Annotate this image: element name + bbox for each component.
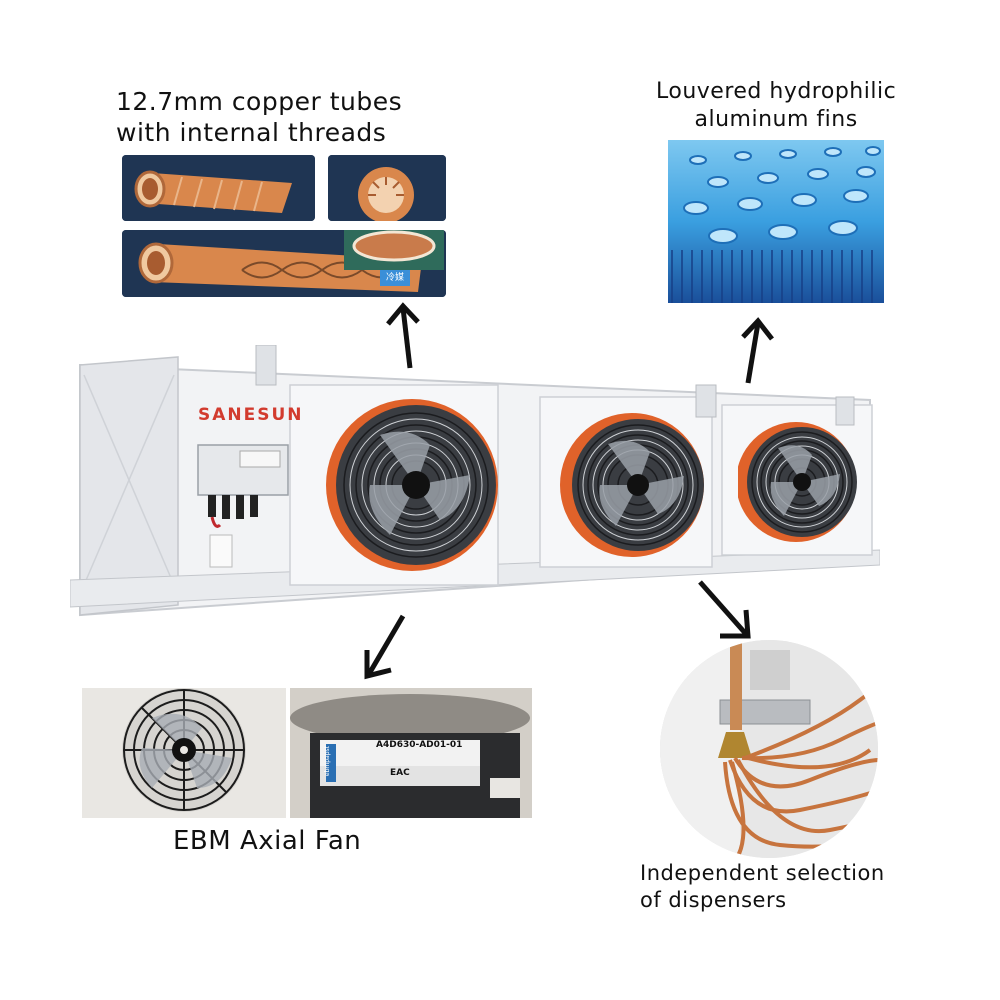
copper-tube-image-3: 冷媒	[122, 230, 446, 297]
caption-line: 12.7mm copper tubes	[116, 87, 403, 116]
caption-aluminum-fins: Louvered hydrophilic aluminum fins	[656, 78, 896, 134]
arrow-up-icon	[741, 317, 774, 384]
fan-eac-mark: EAC	[390, 768, 410, 778]
caption-line: of dispensers	[640, 888, 787, 912]
fan-2	[560, 413, 704, 557]
caption-dispensers: Independent selection of dispensers	[640, 860, 885, 914]
aluminum-fins-image	[668, 140, 884, 303]
caption-fan: EBM Axial Fan	[173, 826, 361, 856]
caption-copper-tubes: 12.7mm copper tubes with internal thread…	[116, 86, 402, 148]
caption-line: EBM Axial Fan	[173, 826, 362, 856]
dispenser-photo	[660, 640, 878, 858]
fan-brand-label: ebmpapst	[324, 746, 331, 777]
fan-model-label: A4D630-AD01-01	[376, 740, 463, 750]
fan-photo-motor: A4D630-AD01-01 ebmpapst EAC	[290, 688, 532, 818]
arrow-up-icon	[386, 302, 420, 369]
air-cooler-unit: SANESUN	[70, 345, 880, 625]
caption-line: with internal threads	[116, 118, 387, 147]
caption-line: Louvered hydrophilic	[656, 79, 897, 104]
copper-tube-image-2	[328, 155, 446, 221]
arrow-down-right-icon	[698, 580, 751, 639]
arrow-down-left-icon	[364, 614, 406, 680]
fan-1	[326, 399, 498, 571]
copper-tube-image-1	[122, 155, 315, 221]
caption-line: Independent selection	[640, 861, 885, 885]
refrigerant-tag: 冷媒	[380, 270, 410, 286]
caption-line: aluminum fins	[694, 107, 858, 132]
fan-photo-front	[82, 688, 286, 818]
fan-3	[738, 422, 857, 542]
brand-logo: SANESUN	[198, 405, 304, 425]
